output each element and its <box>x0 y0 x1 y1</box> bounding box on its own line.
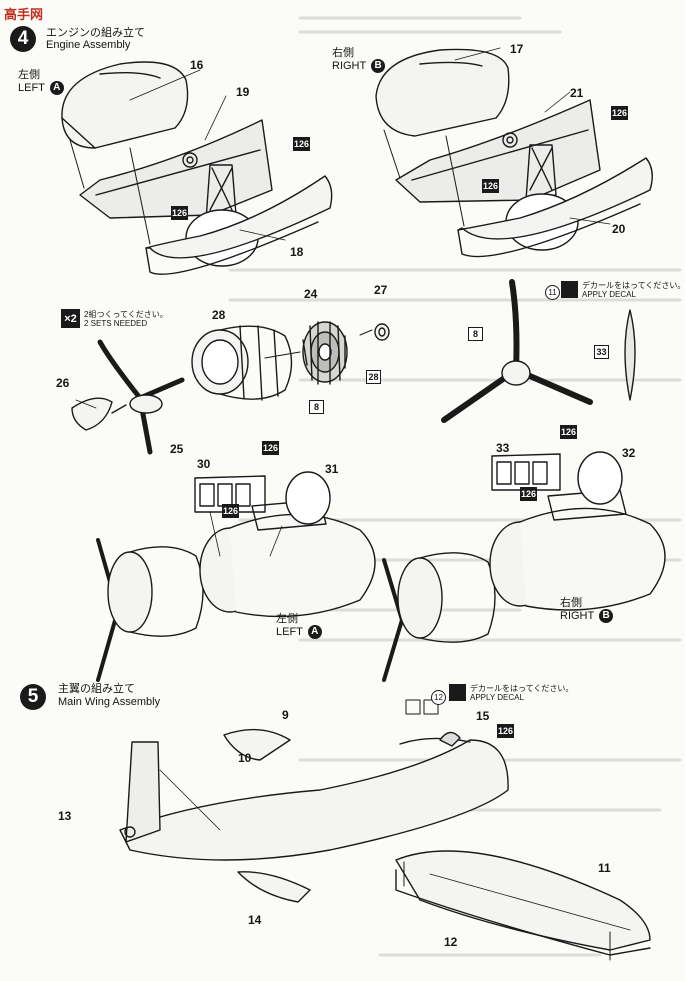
paint-tag-126: 126 <box>560 425 577 439</box>
part-21: 21 <box>570 86 584 100</box>
right-cowling-drawing <box>375 47 653 258</box>
left-side-jp: 左側 <box>18 69 40 81</box>
paint-tag-126: 126 <box>520 487 537 501</box>
left-side-jp: 左側 <box>276 613 298 625</box>
part-20: 20 <box>612 222 626 236</box>
left-side-label-top: 左側 LEFT A <box>18 69 64 95</box>
sets-needed-text: 2組つくってください。 2 SETS NEEDED <box>84 310 168 328</box>
decal-jp: デカールをはってください。 <box>470 684 574 693</box>
decal-text-bottom: デカールをはってください。 APPLY DECAL <box>470 684 573 702</box>
paint-tag-126: 126 <box>293 137 310 151</box>
part-10: 10 <box>238 751 252 765</box>
star-decal-icon <box>561 281 578 298</box>
part-27: 27 <box>374 283 388 297</box>
part-16: 16 <box>190 58 204 72</box>
propeller-left-drawing <box>71 339 185 455</box>
part-tag-8: 8 <box>468 327 483 341</box>
left-side-tag: A <box>307 625 322 639</box>
paint-tag-126: 126 <box>497 724 514 738</box>
paint-tag-126: 126 <box>262 441 279 455</box>
left-side-en: LEFT <box>18 81 45 94</box>
right-side-en: RIGHT <box>560 609 595 622</box>
right-side-jp: 右側 <box>332 47 354 59</box>
part-18: 18 <box>290 245 304 259</box>
right-side-tag: B <box>599 609 614 623</box>
paint-tag-126: 126 <box>611 106 628 120</box>
part-9: 9 <box>282 708 289 722</box>
engine-parts-drawing <box>191 321 390 401</box>
left-cowling-drawing <box>61 61 333 275</box>
decal-en: APPLY DECAL <box>582 290 636 299</box>
right-side-jp: 右側 <box>560 597 582 609</box>
part-13: 13 <box>58 809 72 823</box>
right-side-en: RIGHT <box>332 59 367 72</box>
step4-number: 4 <box>10 26 36 52</box>
part-30: 30 <box>197 457 211 471</box>
right-side-label-top: 右側 RIGHT B <box>332 47 386 73</box>
part-tag-8: 8 <box>309 400 324 414</box>
left-side-label-bottom: 左側 LEFT A <box>276 613 322 639</box>
paint-tag-126: 126 <box>222 504 239 518</box>
part-28: 28 <box>212 308 226 322</box>
part-33: 33 <box>496 441 510 455</box>
fuselage-drawing <box>119 728 509 903</box>
nacelle-left-drawing <box>96 471 376 682</box>
part-32: 32 <box>622 446 636 460</box>
step5-title-en: Main Wing Assembly <box>58 696 161 708</box>
left-side-tag: A <box>49 81 64 95</box>
watermark-logo: 高手网 <box>4 7 44 22</box>
part-24: 24 <box>304 287 318 301</box>
step4-title-jp: エンジンの組み立て <box>46 27 145 39</box>
right-side-label-bottom: 右側 RIGHT B <box>560 597 614 623</box>
step5-title-jp: 主翼の組み立て <box>58 683 135 695</box>
part-19: 19 <box>236 85 250 99</box>
decal-jp: デカールをはってください。 <box>582 281 685 290</box>
propeller-right-drawing <box>441 279 636 423</box>
step4-title-en: Engine Assembly <box>46 39 131 51</box>
decal-text-top: デカールをはってください。 APPLY DECAL <box>582 281 685 299</box>
decal-number-12: 12 <box>431 690 446 705</box>
part-26: 26 <box>56 376 70 390</box>
paint-square-28: 28 <box>366 370 381 384</box>
sets-needed-en: 2 SETS NEEDED <box>84 319 148 328</box>
star-decal-icon <box>449 684 466 701</box>
right-side-tag: B <box>371 59 386 73</box>
sets-needed-jp: 2組つくってください。 <box>84 310 168 319</box>
part-17: 17 <box>510 42 524 56</box>
part-15: 15 <box>476 709 490 723</box>
paint-square-33: 33 <box>594 345 609 359</box>
wing-drawing <box>395 699 651 961</box>
part-25: 25 <box>170 442 184 456</box>
part-14: 14 <box>248 913 262 927</box>
sets-needed-icon: ×2 <box>61 309 80 328</box>
engine-radial-drawing <box>302 321 348 385</box>
paint-tag-126: 126 <box>171 206 188 220</box>
part-31: 31 <box>325 462 339 476</box>
part-11: 11 <box>598 861 611 875</box>
nacelle-right-drawing <box>382 451 666 682</box>
part-12: 12 <box>444 935 458 949</box>
paint-tag-126: 126 <box>482 179 499 193</box>
decal-number-11: 11 <box>545 285 560 300</box>
left-side-en: LEFT <box>276 625 303 638</box>
step5-number: 5 <box>20 684 46 710</box>
decal-en: APPLY DECAL <box>470 693 524 702</box>
